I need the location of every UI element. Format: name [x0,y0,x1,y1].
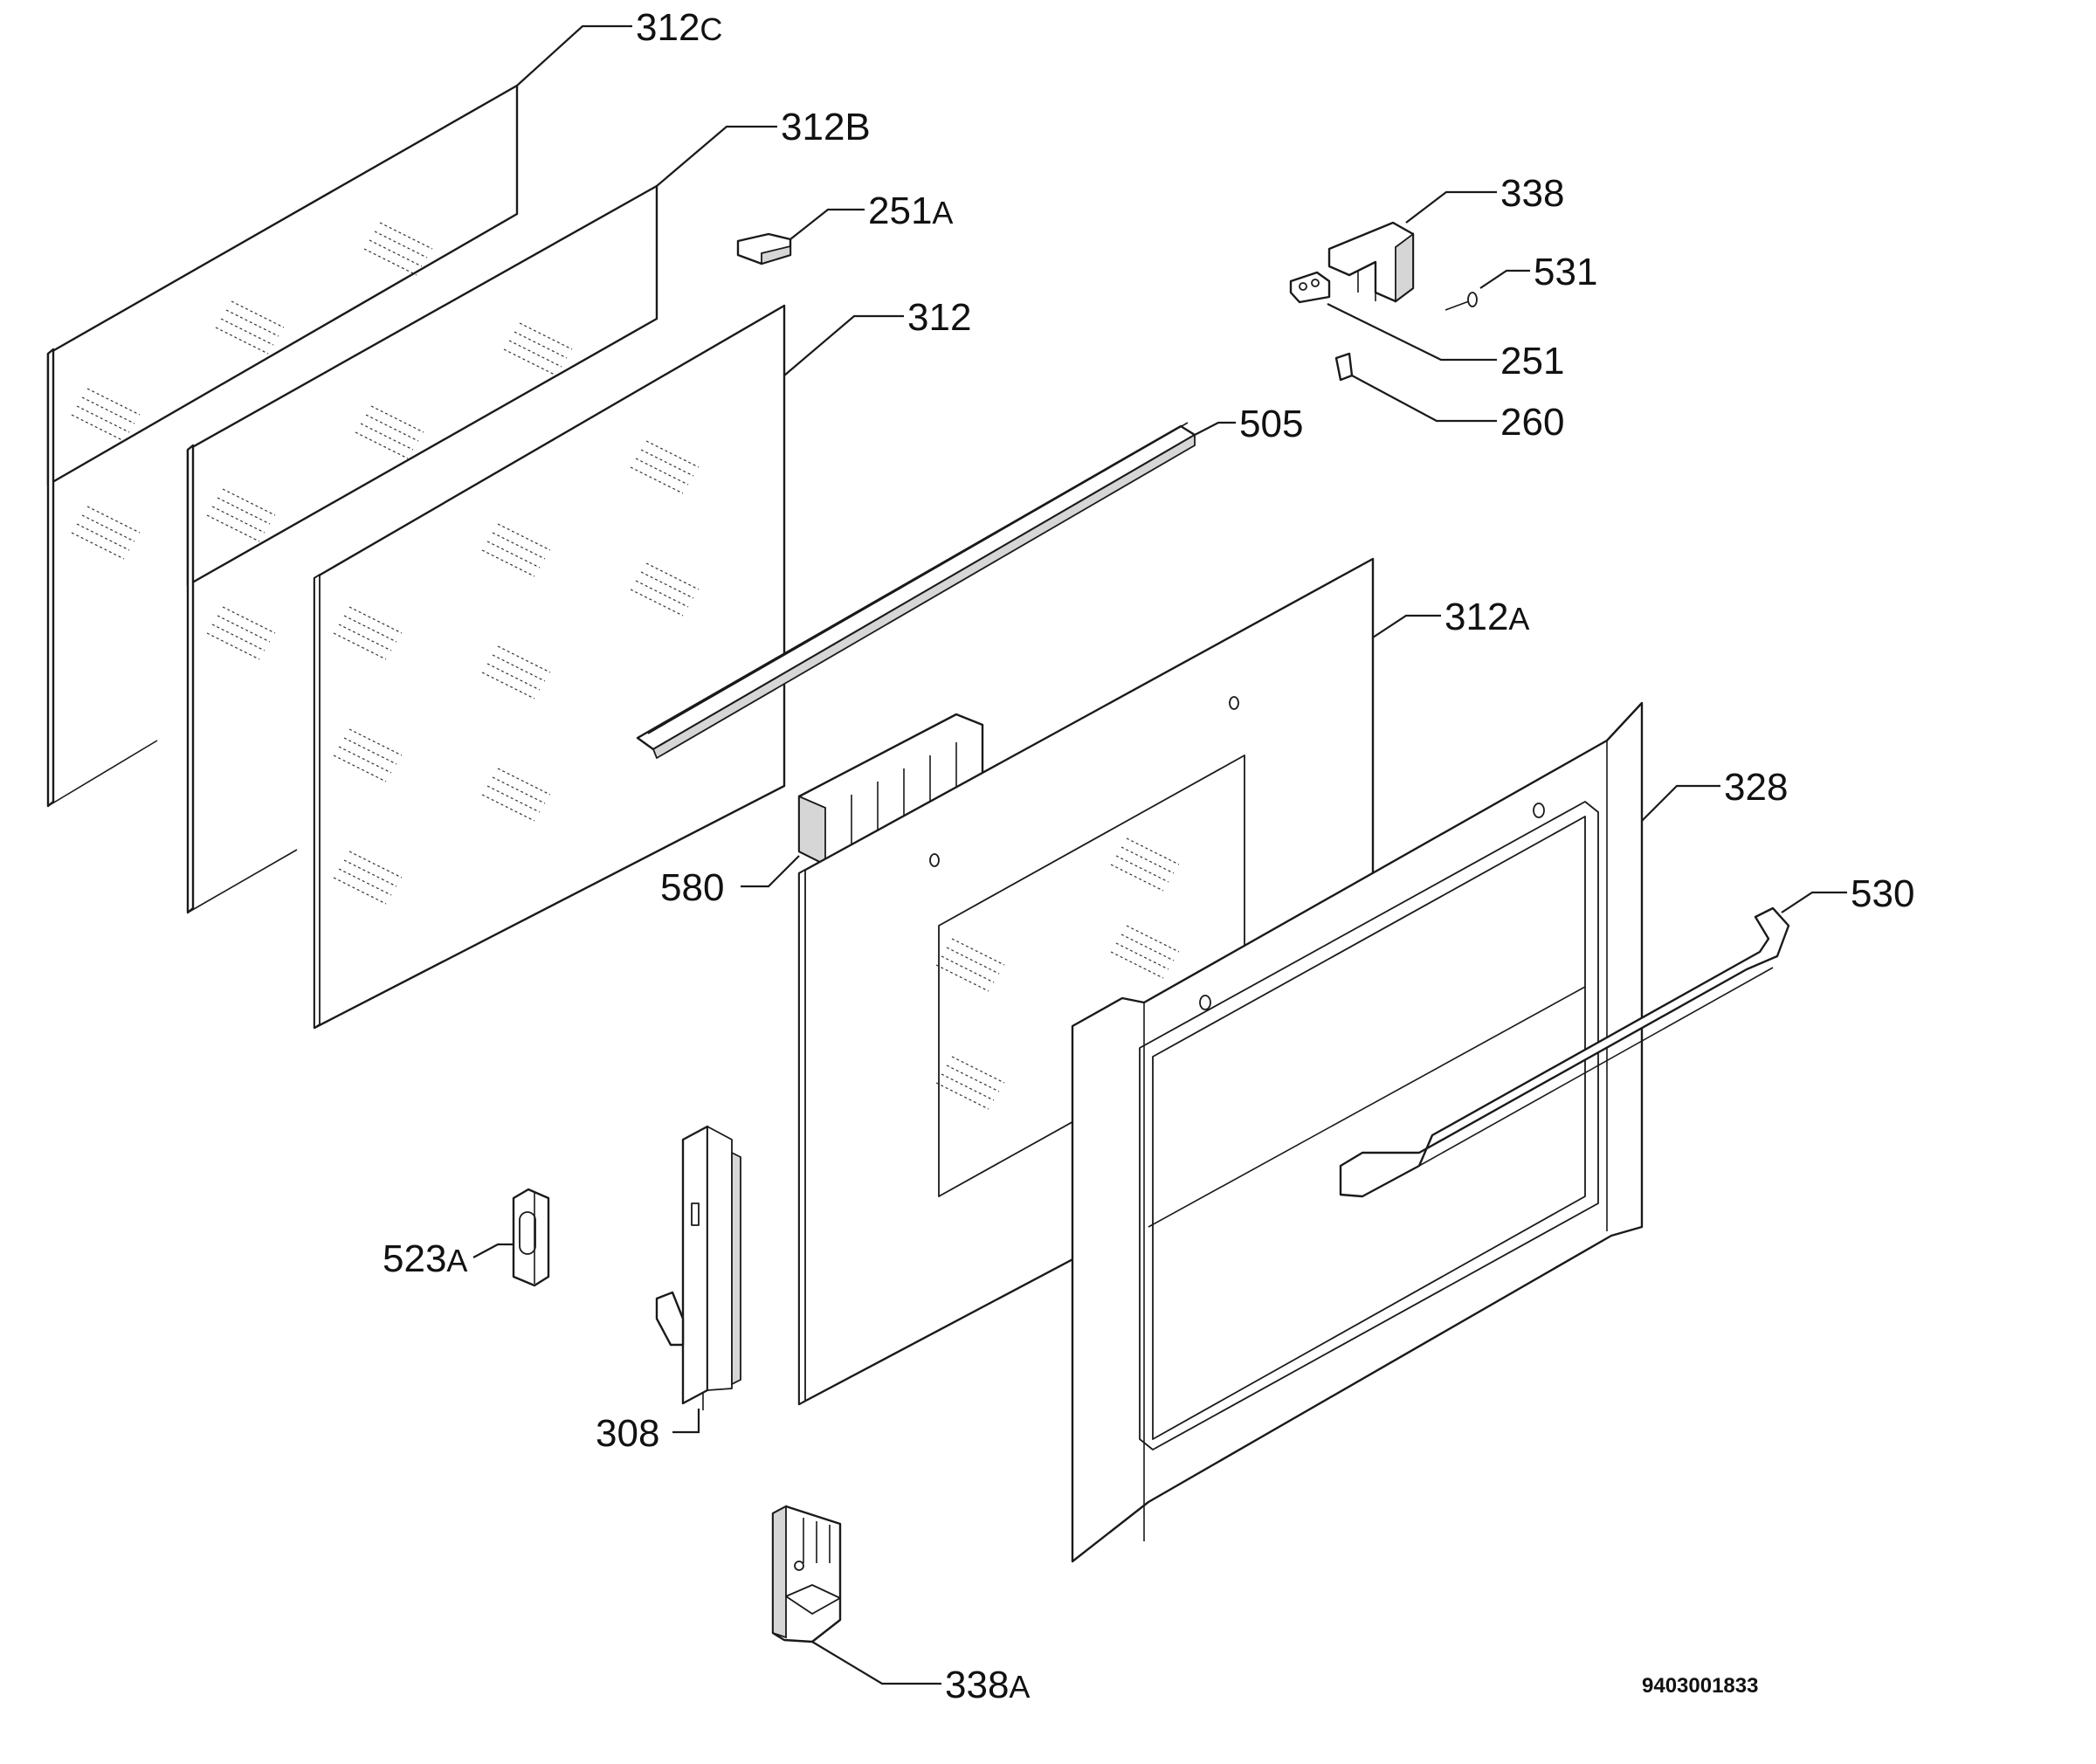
door-frame-328 [1071,701,1644,1563]
callout-308: 308 [596,1412,659,1455]
callout-251: 251 [1500,340,1564,382]
bracket-338a [771,1505,842,1643]
glass-panel-312b [186,184,658,914]
callout-531: 531 [1534,251,1597,293]
callout-328: 328 [1724,766,1788,809]
callout-523a: 523A [383,1237,467,1280]
cover-338 [1327,221,1415,303]
callout-260: 260 [1500,401,1564,444]
document-id: 9403001833 [1642,1674,1758,1698]
callout-505: 505 [1239,403,1303,445]
callout-338: 338 [1500,172,1564,215]
callout-312: 312 [907,296,971,339]
clip-251a [736,232,792,265]
clip-260 [1334,352,1354,382]
callout-312c: 312C [636,6,722,49]
callout-251a: 251A [868,189,953,232]
callout-labels: 312C 312B 251A 312 338 531 251 260 505 3… [383,6,1914,1706]
lock-plate-523a [512,1188,550,1287]
screw-531 [1444,292,1478,311]
hinge-308 [655,1125,741,1410]
callout-530: 530 [1851,872,1914,915]
leader-lines [472,24,1847,1685]
glass-panel-312 [313,304,786,1030]
glass-panel-312c [46,84,519,808]
callout-312b: 312B [781,106,871,148]
door-handle-530 [1339,906,1790,1198]
callout-580: 580 [660,866,724,909]
callout-338a: 338A [945,1664,1030,1706]
clip-251 [1289,271,1331,304]
callout-312a: 312A [1444,596,1529,638]
